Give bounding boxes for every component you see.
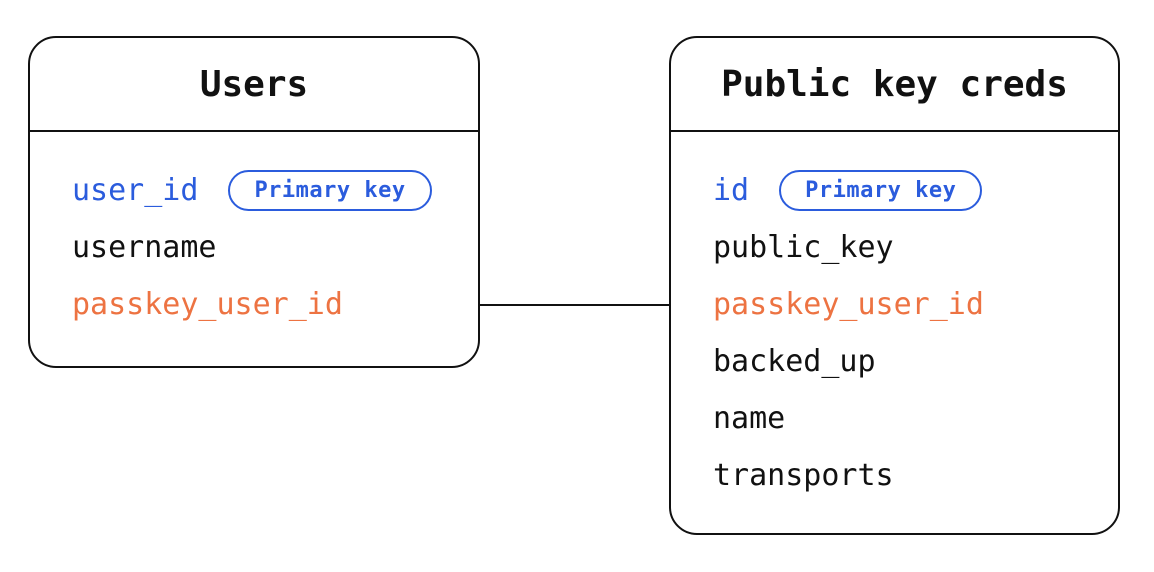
field-row-username: username xyxy=(72,219,468,276)
table-users-fields: user_id Primary key username passkey_use… xyxy=(30,132,478,333)
relationship-line-passkey-user-id xyxy=(480,304,670,306)
field-name-backed-up: backed_up xyxy=(713,344,876,379)
table-public-key-creds-title: Public key creds xyxy=(721,63,1068,105)
field-name-passkey-user-id: passkey_user_id xyxy=(72,287,343,322)
field-name-transports: transports xyxy=(713,458,894,493)
table-public-key-creds-header: Public key creds xyxy=(671,38,1118,132)
field-name-username: username xyxy=(72,230,217,265)
table-users-title: Users xyxy=(199,63,309,105)
field-row-public-key: public_key xyxy=(713,219,1108,276)
table-users-header: Users xyxy=(30,38,478,132)
field-name-public-key: public_key xyxy=(713,230,894,265)
field-row-passkey-user-id: passkey_user_id xyxy=(713,276,1108,333)
field-name-user-id: user_id xyxy=(72,173,199,208)
table-public-key-creds-fields: id Primary key public_key passkey_user_i… xyxy=(671,132,1118,504)
field-name-passkey-user-id: passkey_user_id xyxy=(713,287,984,322)
field-row-passkey-user-id: passkey_user_id xyxy=(72,276,468,333)
field-row-name: name xyxy=(713,390,1108,447)
field-row-id: id Primary key xyxy=(713,162,1108,219)
field-name-name: name xyxy=(713,401,786,436)
field-name-id: id xyxy=(713,173,750,208)
field-row-backed-up: backed_up xyxy=(713,333,1108,390)
primary-key-badge: Primary key xyxy=(228,170,432,211)
table-public-key-creds: Public key creds id Primary key public_k… xyxy=(669,36,1120,535)
table-users: Users user_id Primary key username passk… xyxy=(28,36,480,368)
field-row-user-id: user_id Primary key xyxy=(72,162,468,219)
field-row-transports: transports xyxy=(713,447,1108,504)
primary-key-badge: Primary key xyxy=(779,170,983,211)
